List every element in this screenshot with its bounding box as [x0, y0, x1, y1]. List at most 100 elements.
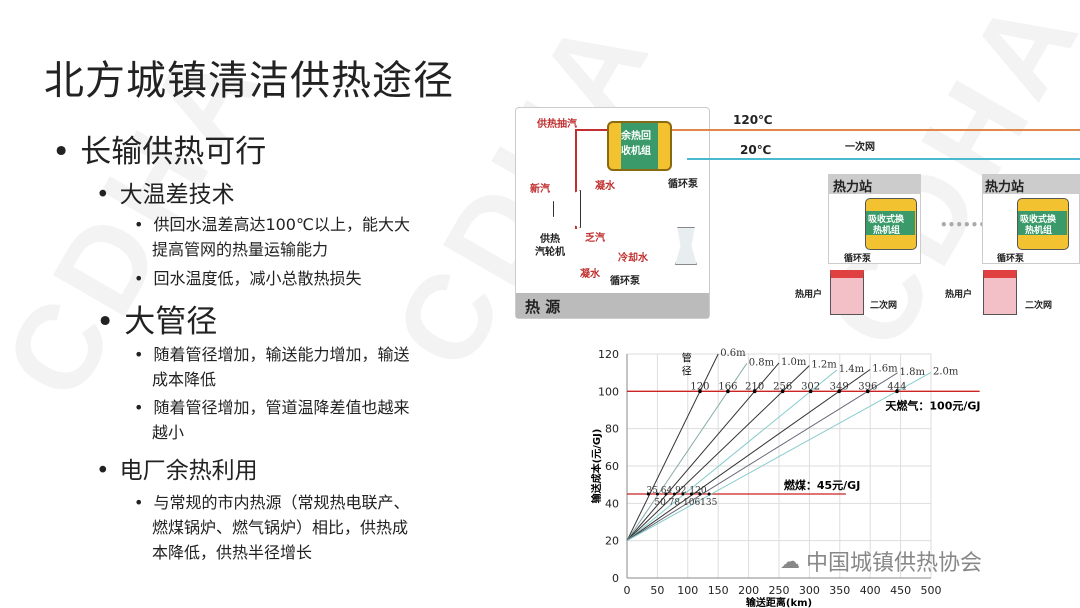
data-label-100: 210	[745, 381, 764, 392]
point-100	[752, 389, 757, 394]
absorption-unit	[1017, 198, 1069, 250]
exhaust-steam-label: 乏汽	[585, 233, 605, 244]
series-line-2.0m	[626, 372, 932, 542]
bullet-waste-heat: •电厂余热利用	[96, 458, 258, 484]
return-temp-label: 20℃	[740, 143, 772, 157]
point-100	[780, 389, 785, 394]
y-tick-label: 100	[598, 385, 619, 398]
series-line-1.4m	[626, 369, 838, 542]
data-label-100: 396	[858, 381, 877, 392]
y-tick-label: 80	[605, 423, 619, 436]
secondary-net-label: 二次网	[870, 301, 898, 311]
extraction-steam-label: 供热抽汽	[537, 119, 577, 130]
point-100	[726, 389, 730, 394]
point-45	[681, 492, 685, 496]
bullet-text: •随着管径增加，输送能力增加，输送成本降低	[134, 345, 410, 389]
data-label-100: 120	[690, 381, 709, 392]
series-line-1.6m	[626, 369, 871, 542]
recovery-unit-label: 收机组	[621, 146, 651, 157]
absorption-label: 热机组	[1025, 226, 1053, 236]
absorption-unit	[865, 198, 917, 250]
data-label-100: 302	[801, 381, 820, 392]
x-tick-label: 200	[738, 584, 759, 597]
new-steam-label: 新汽	[530, 184, 550, 195]
x-tick-label: 0	[624, 584, 631, 597]
data-label-45: 35 64 92 120	[646, 486, 706, 496]
y-tick-label: 0	[612, 572, 619, 585]
y-tick-label: 120	[598, 348, 619, 361]
recovery-unit-label: 余热回	[621, 131, 651, 142]
reference-label: 燃煤：45元/GJ	[783, 478, 860, 492]
x-tick-label: 450	[890, 584, 911, 597]
series-label: 0.8m	[749, 357, 775, 368]
point-100	[808, 389, 813, 394]
x-tick-label: 150	[708, 584, 729, 597]
series-label: 1.0m	[781, 357, 807, 368]
bullet-large-temp-diff: •大温差技术	[96, 182, 235, 208]
wechat-icon: ☁	[780, 549, 800, 573]
series-label: 1.8m	[900, 367, 926, 378]
point-100	[895, 389, 899, 394]
data-label-100: 166	[718, 381, 737, 392]
pump-label: 循环泵	[997, 254, 1025, 264]
y-tick-label: 20	[605, 535, 619, 548]
pump-label: 循环泵	[668, 179, 698, 190]
point-100	[837, 389, 841, 394]
primary-net-label: 一次网	[845, 142, 875, 153]
series-line-1.8m	[626, 372, 898, 542]
footer-watermark-text: 中国城镇供热协会	[806, 551, 983, 576]
heat-source-label: 热 源	[525, 298, 561, 316]
series-line-1.2m	[626, 365, 810, 542]
data-label-100: 444	[887, 381, 906, 392]
station-label: 热力站	[833, 180, 873, 195]
condensate-label: 凝水	[595, 181, 615, 192]
reference-label: 天燃气：100元/GJ	[885, 398, 980, 412]
ellipsis: ••••••	[940, 218, 987, 232]
point-100	[865, 389, 870, 394]
bullet-text: •回水温度低，减小总散热损失	[134, 269, 362, 288]
y-axis-label: 输送成本(元/GJ)	[590, 429, 603, 504]
y-tick-label: 40	[605, 497, 619, 510]
series-line-0.6m	[626, 353, 719, 541]
turbine-label: 供热	[540, 234, 560, 245]
y-tick-label: 60	[605, 460, 619, 473]
condensate-label: 凝水	[580, 269, 600, 280]
page-title: 北方城镇清洁供热途径	[44, 58, 454, 104]
cooling-water-label: 冷却水	[618, 253, 648, 264]
pump-label: 循环泵	[844, 254, 872, 264]
series-label: 2.0m	[933, 366, 959, 377]
bullet-text: •与常规的市内热源（常规热电联产、燃煤锅炉、燃气锅炉）相比，供热成本降低，供热半…	[134, 493, 410, 562]
supply-temp-label: 120℃	[733, 113, 773, 127]
x-tick-label: 300	[799, 584, 820, 597]
point-45	[689, 492, 693, 496]
x-tick-label: 400	[860, 584, 881, 597]
series-label: 0.6m	[720, 348, 746, 359]
legend-title: 径	[682, 365, 692, 378]
secondary-net-label: 二次网	[1025, 301, 1053, 311]
bullet-text: •供回水温差高达100℃以上，能大大提高管网的热量运输能力	[134, 215, 410, 259]
supply-pipe	[672, 129, 1080, 131]
x-tick-label: 100	[677, 584, 698, 597]
building-icon	[830, 270, 864, 315]
absorption-label: 热机组	[873, 226, 901, 236]
point-45	[672, 492, 676, 496]
bullet-long-distance: •长输供热可行	[52, 134, 267, 170]
user-label: 热用户	[945, 290, 973, 300]
building-icon	[983, 270, 1017, 315]
station-label: 热力站	[985, 180, 1025, 195]
x-tick-label: 250	[769, 584, 790, 597]
absorption-label: 吸收式换	[868, 215, 905, 225]
point-100	[698, 389, 702, 394]
x-tick-label: 350	[829, 584, 850, 597]
data-label-100: 256	[773, 381, 792, 392]
data-label-45: 50 78 106135	[654, 498, 717, 508]
legend-title: 管	[682, 351, 692, 364]
bullet-text: •随着管径增加，管道温降差值也越来越小	[134, 398, 410, 442]
x-tick-label: 500	[921, 584, 942, 597]
heating-system-diagram: 热 源 余热回 收机组 供热抽汽 凝水 新汽 供热 汽轮机 乏汽 冷却水 凝水 …	[515, 105, 1080, 320]
point-45	[698, 492, 702, 496]
heat-source-label-bar	[516, 293, 709, 318]
steam-pipe	[575, 129, 607, 131]
series-line-0.8m	[626, 363, 748, 541]
